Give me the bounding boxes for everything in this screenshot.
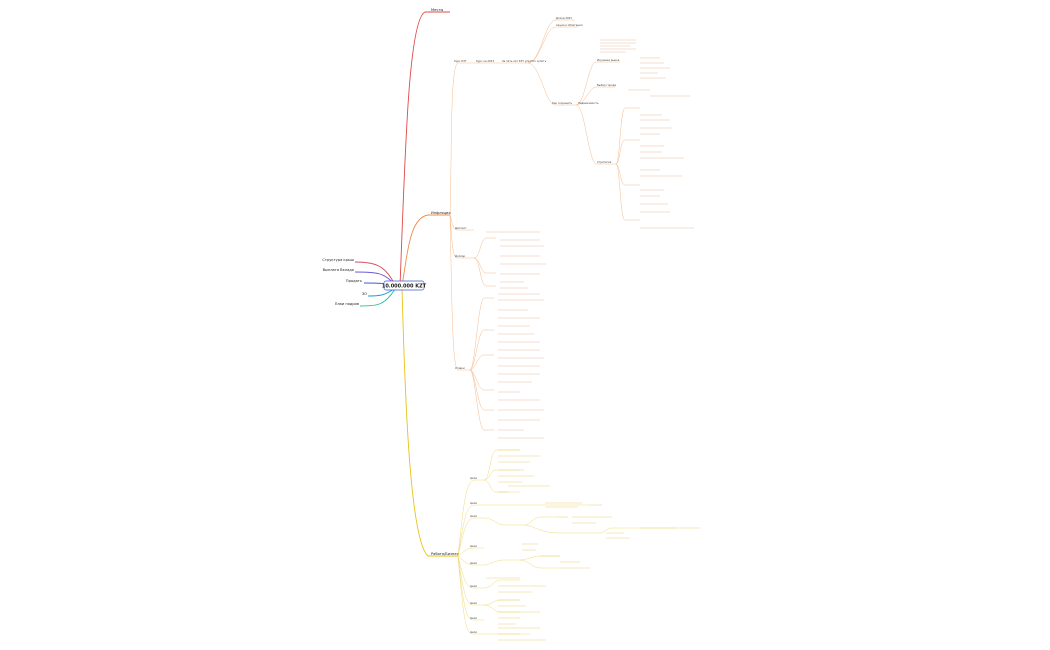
node-label[interactable]: Депозит [455, 226, 467, 230]
node-label[interactable]: Курс на 2023 [476, 59, 494, 63]
branch-left-5-line [359, 288, 396, 307]
secondary-labels: Курс КЗТ Курс на 2023 За пять лет КЗТ уп… [454, 16, 620, 634]
node-label[interactable]: Цели [470, 616, 477, 620]
root-node[interactable]: 10.000.000 KZT [382, 280, 427, 291]
node-label[interactable]: Доллар [455, 254, 466, 258]
node-label[interactable]: Цели [470, 561, 477, 565]
branch-left-5-label[interactable]: Плаи подров [335, 302, 359, 306]
branch-dreams-label[interactable]: Мечты [431, 8, 444, 12]
node-label[interactable]: Как сохранить [552, 101, 572, 105]
node-label[interactable]: Недвижимость [578, 101, 599, 105]
branch-work-line [401, 287, 458, 557]
branch-work-label[interactable]: Работа/Бизнес [431, 552, 459, 556]
branch-left-2-label[interactable]: Выплата Вклада [323, 268, 354, 272]
node-label[interactable]: Стратегия [597, 160, 612, 164]
branch-inflation-label[interactable]: Инфляция [431, 211, 451, 215]
branch-left-4-label[interactable]: ЗО [362, 292, 367, 296]
node-label[interactable]: Выбор города [597, 83, 616, 87]
node-label[interactable]: Доход 2023 [556, 16, 572, 20]
node-label[interactable]: Цели [470, 584, 477, 588]
inflation-subtree [449, 19, 640, 431]
node-label[interactable]: Цели [470, 514, 477, 518]
node-label[interactable]: Изучение рынка [597, 58, 620, 62]
leaf-placeholders [486, 39, 694, 439]
node-label[interactable]: Цели [470, 630, 477, 634]
branch-left-1-line [354, 261, 396, 286]
node-label[interactable]: Ставки [455, 366, 465, 370]
node-label[interactable]: За пять лет КЗТ упал [502, 59, 532, 63]
branch-inflation-line [401, 214, 450, 287]
node-label[interactable]: Акции и облигации [556, 23, 583, 27]
node-label[interactable]: Цели [470, 544, 477, 548]
branch-left-3-label[interactable]: Продать [346, 279, 362, 283]
node-label[interactable]: Цели [470, 601, 477, 605]
work-subtree [457, 449, 680, 635]
node-label[interactable]: Курс КЗТ [454, 59, 467, 63]
node-label[interactable]: Цели [470, 501, 477, 505]
work-leaf-placeholders [486, 449, 700, 641]
branch-left-1-label[interactable]: Структура крыш [322, 258, 354, 262]
node-label[interactable]: Что купить [531, 59, 547, 63]
branch-dreams-line [399, 11, 450, 287]
node-label[interactable]: Цели [470, 476, 477, 480]
root-label: 10.000.000 KZT [382, 284, 427, 290]
